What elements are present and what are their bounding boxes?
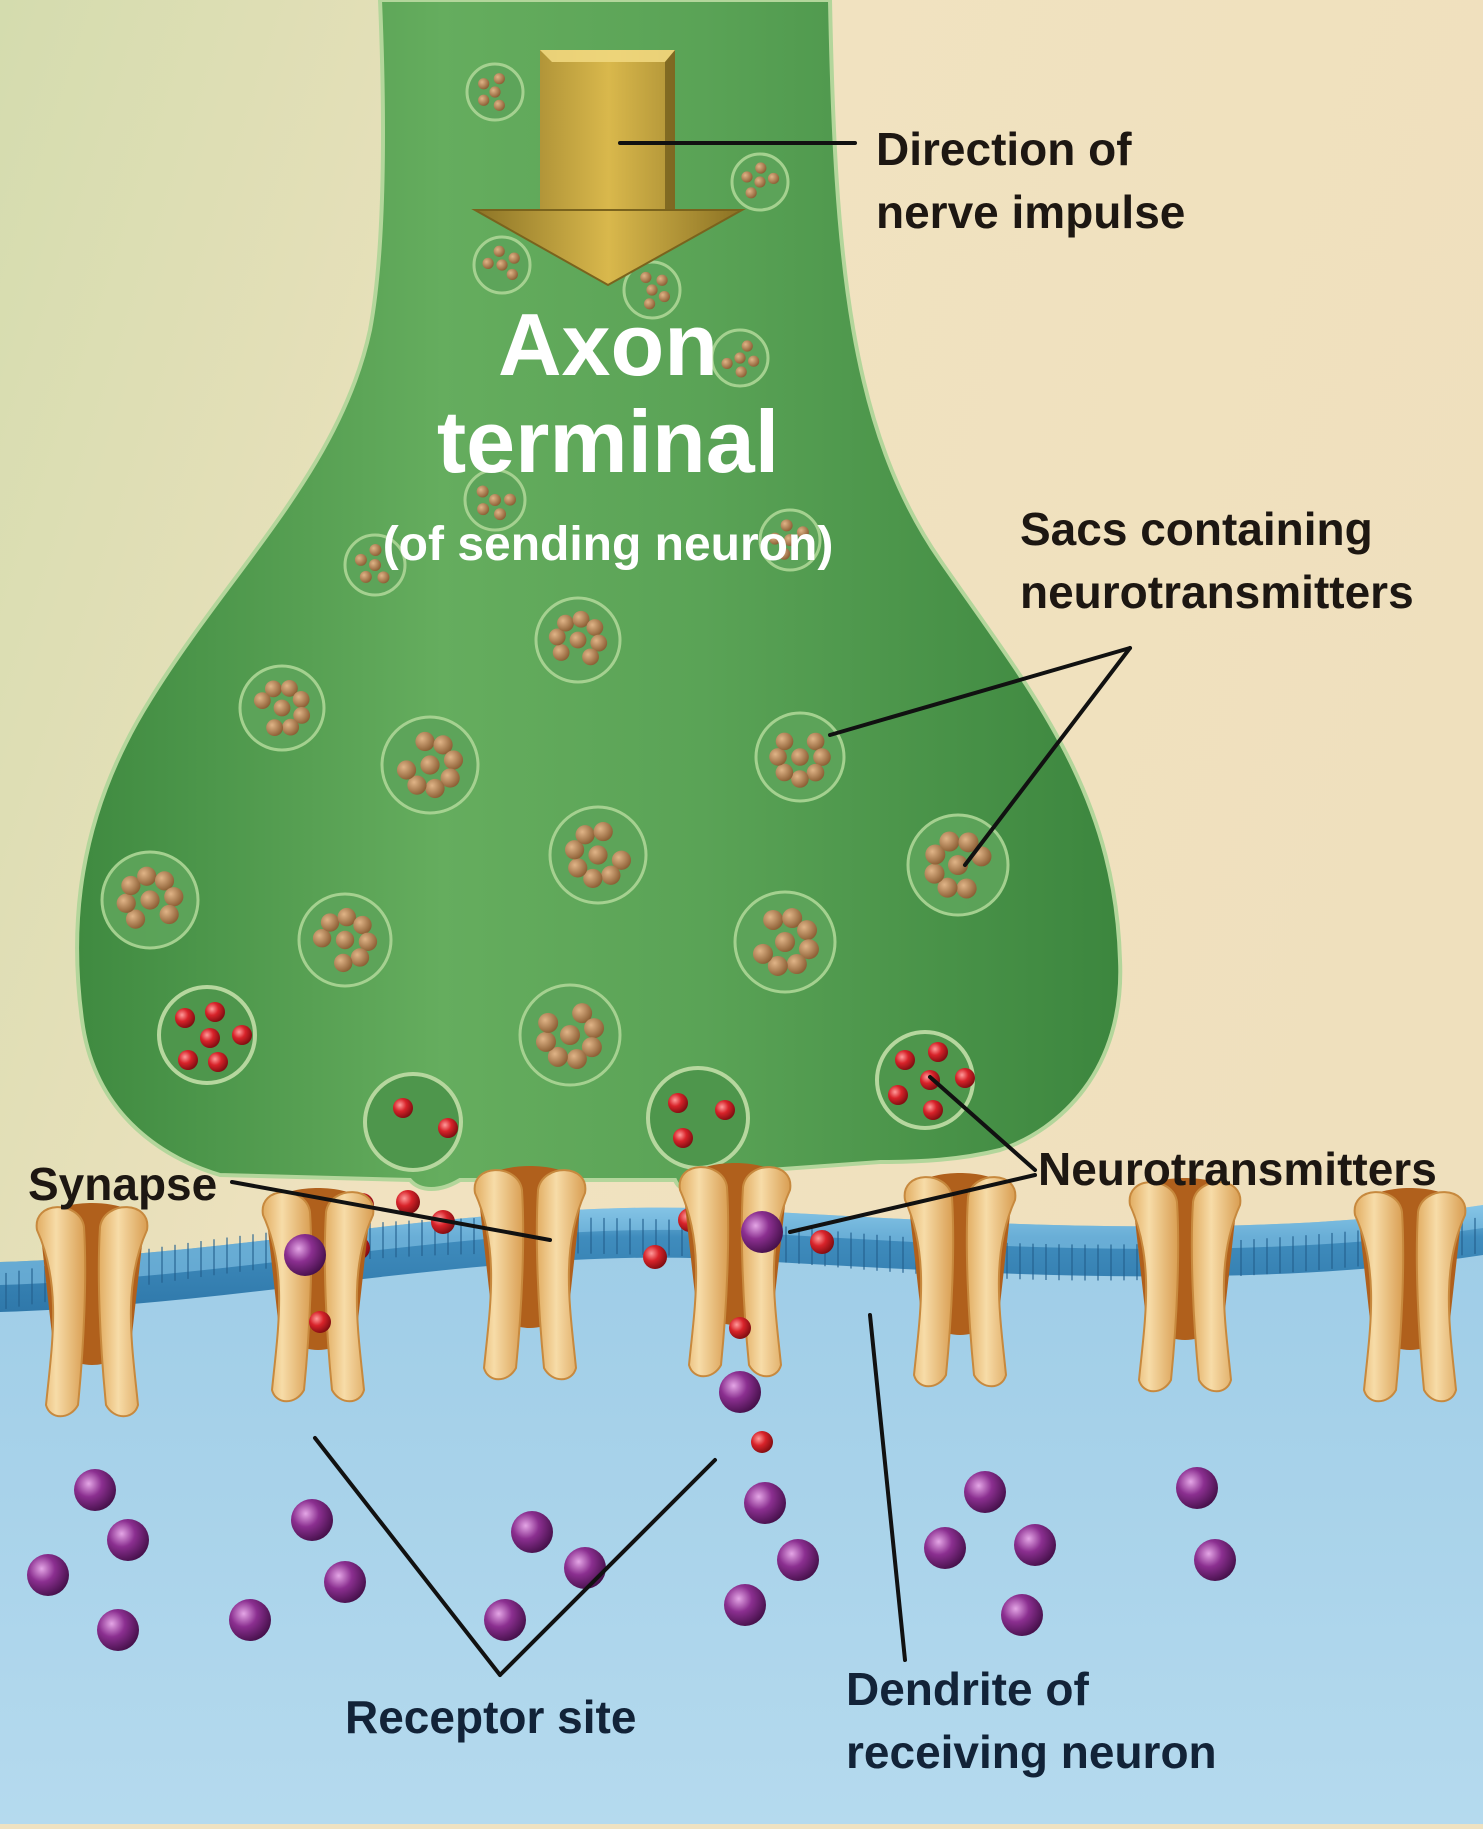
receptor-4 — [903, 1173, 1017, 1388]
release-vesicle-3 — [875, 1030, 975, 1130]
sac-14 — [100, 850, 200, 950]
direction-label-line2: nerve impulse — [876, 186, 1185, 238]
receptor-site-label: Receptor site — [345, 1691, 636, 1743]
dendrite-label-line1: Dendrite of — [846, 1663, 1089, 1715]
sac-7 — [758, 508, 822, 572]
sac-15 — [297, 892, 393, 988]
sacs-label-line1: Sacs containing — [1020, 503, 1373, 555]
sac-8 — [534, 596, 622, 684]
sac-3 — [622, 260, 682, 320]
neurotransmitter-sacs — [100, 62, 1010, 1087]
axon-subtitle: (of sending neuron) — [383, 518, 834, 571]
sac-2 — [472, 235, 532, 295]
sac-4 — [710, 328, 770, 388]
axon-title-line1: Axon — [498, 295, 718, 394]
receptor-6 — [1353, 1188, 1467, 1403]
sac-5 — [463, 468, 527, 532]
sac-1 — [730, 152, 790, 212]
direction-label-line1: Direction of — [876, 123, 1132, 175]
dendrite-interior — [0, 1250, 1483, 1824]
sac-12 — [548, 805, 648, 905]
sac-0 — [465, 62, 525, 122]
sac-16 — [733, 890, 837, 994]
axon-terminal — [75, 0, 1123, 1191]
dendrite-label-line2: receiving neuron — [846, 1726, 1217, 1778]
sac-10 — [380, 715, 480, 815]
synapse-label: Synapse — [28, 1158, 217, 1210]
receptor-2 — [473, 1166, 587, 1381]
sac-17 — [518, 983, 622, 1087]
sac-11 — [754, 711, 846, 803]
impulse-arrow-icon — [471, 50, 746, 287]
sac-6 — [343, 533, 407, 597]
sacs-label-line2: neurotransmitters — [1020, 566, 1414, 618]
release-vesicle-1 — [363, 1072, 463, 1172]
receptor-0 — [35, 1203, 149, 1418]
purple-molecules — [27, 1211, 1236, 1651]
leader-lines — [230, 141, 1132, 1677]
axon-title-line2: terminal — [437, 392, 779, 491]
neurotransmitters-label: Neurotransmitters — [1038, 1143, 1437, 1195]
receptor-5 — [1128, 1178, 1242, 1393]
release-vesicle-2 — [646, 1066, 750, 1170]
sac-9 — [238, 664, 326, 752]
release-vesicle-0 — [157, 985, 257, 1085]
receptor-proteins — [35, 1163, 1467, 1453]
